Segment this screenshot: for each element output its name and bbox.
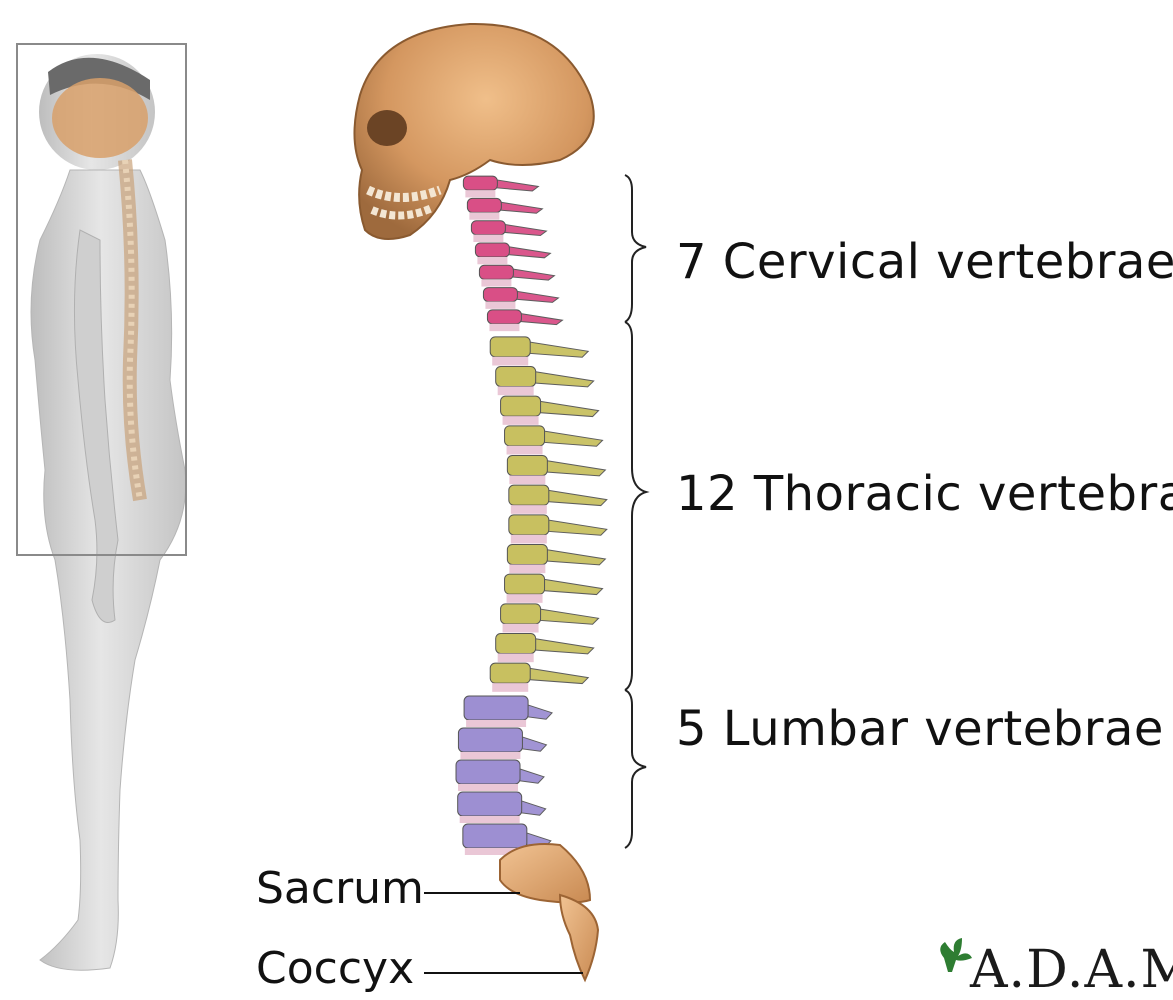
cervical-vertebra <box>487 310 521 324</box>
thoracic-vertebra-process <box>533 400 599 416</box>
intervertebral-disc <box>509 476 545 485</box>
coccyx-label: Coccyx <box>256 943 414 994</box>
thoracic-vertebra <box>507 545 547 565</box>
lumbar-brace <box>625 690 646 848</box>
intervertebral-disc <box>460 816 520 823</box>
intervertebral-disc <box>498 654 534 663</box>
cervical-brace <box>625 175 646 322</box>
cervical-vertebra <box>475 243 509 257</box>
thoracic-vertebra <box>501 396 541 416</box>
thoracic-vertebra-process <box>541 489 607 505</box>
cervical-vertebra <box>479 265 513 279</box>
intervertebral-disc <box>485 302 515 309</box>
intervertebral-disc <box>503 624 539 633</box>
thoracic-vertebra-process <box>522 341 588 357</box>
thoracic-vertebra-process <box>539 460 605 476</box>
cervical-vertebra <box>467 198 501 212</box>
intervertebral-disc <box>458 784 518 791</box>
intervertebral-disc <box>507 446 543 455</box>
intervertebral-disc <box>489 324 519 331</box>
intervertebral-disc <box>511 535 547 544</box>
thoracic-vertebra <box>496 367 536 387</box>
thoracic-vertebra-process <box>539 549 605 565</box>
intervertebral-disc <box>503 416 539 425</box>
intervertebral-disc <box>477 257 507 264</box>
thoracic-vertebra-process <box>541 519 607 535</box>
intervertebral-disc <box>466 720 526 727</box>
thoracic-brace <box>625 322 646 690</box>
thoracic-vertebra-process <box>528 371 594 387</box>
coccyx-bone <box>560 895 598 980</box>
thoracic-vertebra-process <box>522 667 588 683</box>
lumbar-vertebra <box>458 728 522 752</box>
thoracic-vertebrae-label: 12 Thoracic vertebrae <box>676 466 1173 522</box>
thoracic-vertebra <box>505 426 545 446</box>
cervical-vertebrae-label: 7 Cervical vertebrae <box>676 234 1173 290</box>
intervertebral-disc <box>492 357 528 366</box>
intervertebral-disc <box>481 279 511 286</box>
thoracic-vertebra-process <box>537 430 603 446</box>
adam-logo-icon <box>940 938 972 972</box>
lumbar-vertebra <box>464 696 528 720</box>
cervical-vertebra <box>463 176 497 190</box>
cervical-vertebra <box>483 288 517 302</box>
lumbar-vertebra <box>463 824 527 848</box>
thoracic-vertebra-process <box>533 608 599 624</box>
intervertebral-disc <box>465 190 495 197</box>
thoracic-vertebra <box>509 485 549 505</box>
human-body-figure <box>17 44 186 970</box>
sacrum-label: Sacrum <box>256 863 424 914</box>
thoracic-vertebra-process <box>537 578 603 594</box>
intervertebral-disc <box>511 505 547 514</box>
adam-logo-text: A.D.A.M. <box>970 940 1173 1000</box>
thoracic-vertebra <box>496 634 536 654</box>
intervertebral-disc <box>507 594 543 603</box>
intervertebral-disc <box>509 565 545 574</box>
intervertebral-disc <box>473 235 503 242</box>
cervical-vertebra <box>471 221 505 235</box>
intervertebral-disc <box>469 212 499 219</box>
intervertebral-disc <box>498 387 534 396</box>
intervertebral-disc <box>492 683 528 692</box>
thoracic-vertebra <box>505 574 545 594</box>
lumbar-vertebra <box>456 760 520 784</box>
lumbar-vertebra <box>458 792 522 816</box>
thoracic-vertebra <box>507 456 547 476</box>
thoracic-vertebra <box>501 604 541 624</box>
spine <box>456 176 607 855</box>
lumbar-vertebrae-label: 5 Lumbar vertebrae <box>676 701 1164 757</box>
thoracic-vertebra-process <box>528 638 594 654</box>
thoracic-vertebra <box>490 663 530 683</box>
intervertebral-disc <box>460 752 520 759</box>
thoracic-vertebra <box>490 337 530 357</box>
thoracic-vertebra <box>509 515 549 535</box>
